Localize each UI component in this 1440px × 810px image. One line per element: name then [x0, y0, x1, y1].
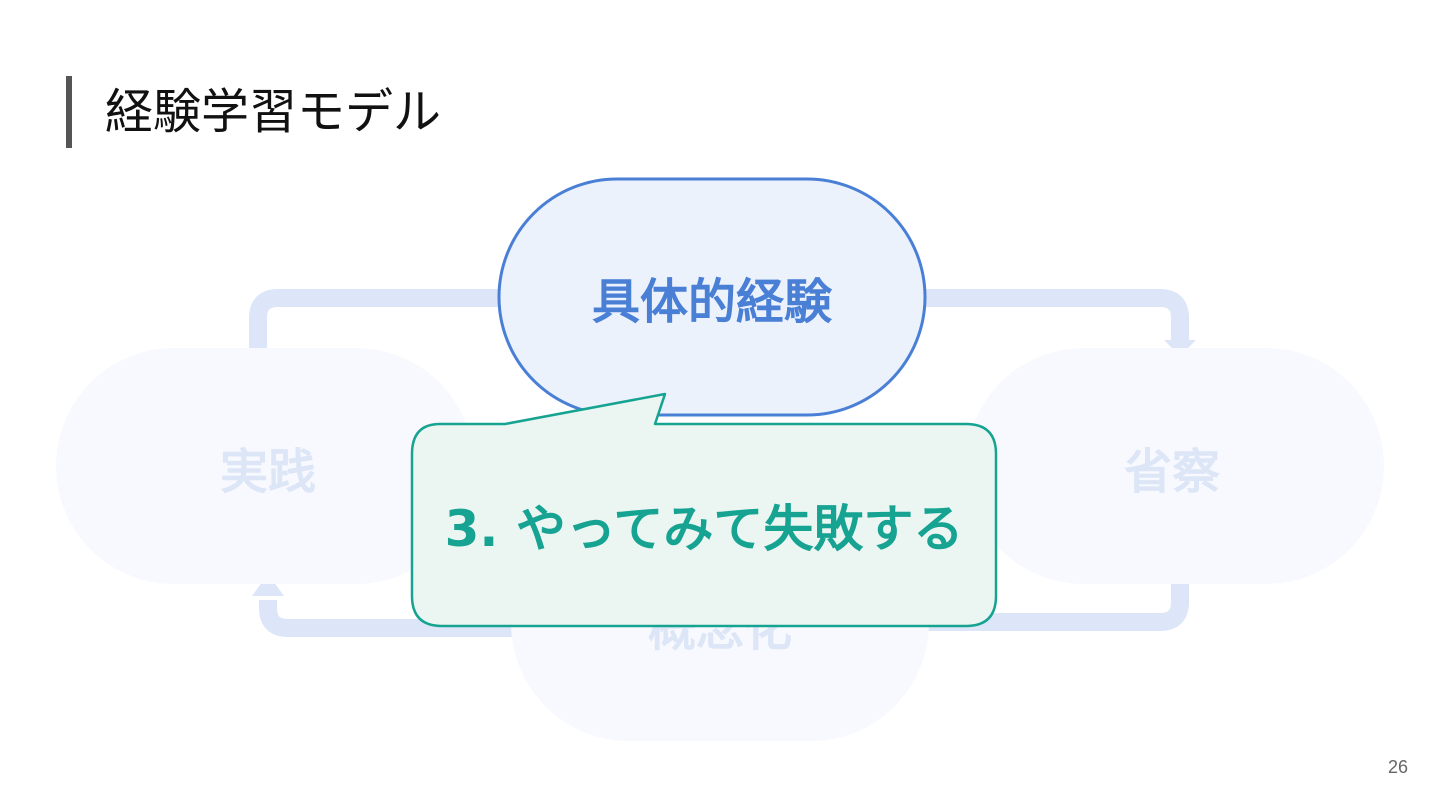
node-reflection-label: 省察 [1123, 444, 1221, 500]
title-accent-bar [66, 76, 72, 148]
arrowhead-to-practice [252, 574, 284, 596]
slide-title: 経験学習モデル [105, 84, 442, 140]
cycle-arrows [249, 289, 1189, 637]
node-practice-shape [56, 348, 474, 584]
arrow-practice-to-experience [249, 289, 502, 348]
node-experience-shape [497, 177, 927, 417]
arrow-experience-to-reflection [922, 289, 1189, 340]
arrow-reflection-to-concept [920, 572, 1189, 631]
node-reflection-shape [966, 348, 1384, 584]
page-number: 26 [1387, 757, 1408, 777]
node-experience-label: 具体的経験 [591, 274, 833, 330]
node-practice-label: 実践 [219, 444, 317, 500]
callout-bubble [410, 392, 998, 628]
callout-text: 3. やってみて失敗する [444, 500, 964, 558]
arrow-concept-to-practice [259, 600, 520, 637]
